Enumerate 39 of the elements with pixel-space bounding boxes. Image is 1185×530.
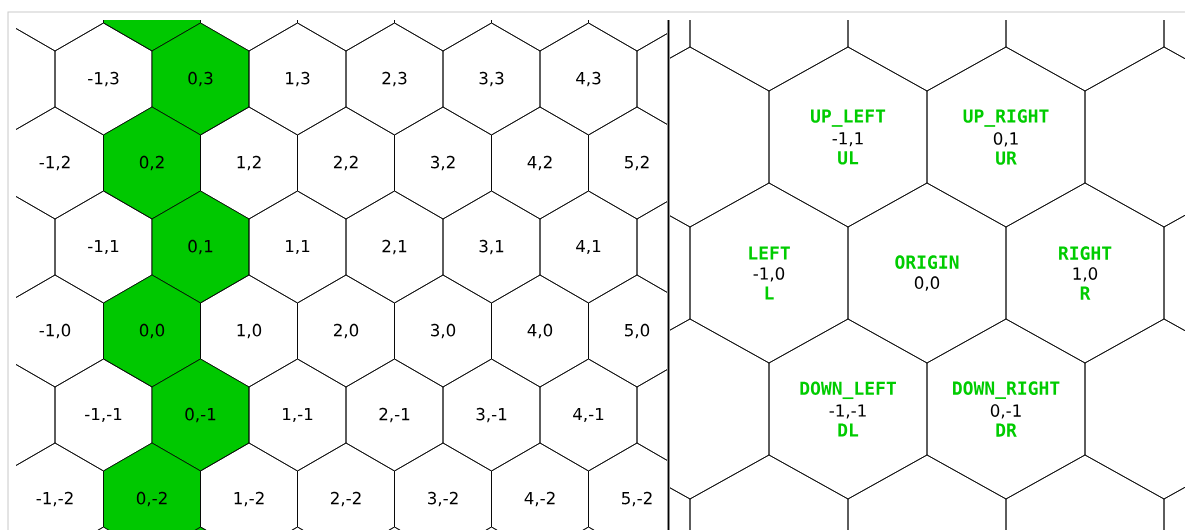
hex-cell: 4,3 — [539, 22, 638, 136]
hex-cell: ORIGIN 0,0 — [847, 182, 1007, 364]
hex-cell: 0,2 — [103, 106, 201, 220]
hex-cell: 3,2 — [394, 106, 492, 220]
hex-cell: DOWN_RIGHT 0,-1 DR — [926, 318, 1086, 500]
hex-cell: 4,2 — [491, 106, 589, 220]
hex-cell: 1,1 — [248, 190, 347, 304]
hex-cell: 3,1 — [442, 190, 541, 304]
hex-cell: UP_RIGHT 0,1 UR — [926, 46, 1086, 228]
hex-cell: 4,-1 — [539, 358, 638, 472]
hex-cell: 2,3 — [345, 22, 444, 136]
hex-cell: 4,0 — [491, 274, 589, 388]
hex-cell: 3,-2 — [394, 442, 492, 530]
hex-cell: 3,-1 — [442, 358, 541, 472]
hex-cell: 2,1 — [345, 190, 444, 304]
hex-cell: 0,1 — [151, 190, 250, 304]
hex-cell: 0,-1 — [151, 358, 250, 472]
hex-cell: 2,-1 — [345, 358, 444, 472]
hex-cell: 2,2 — [297, 106, 395, 220]
hex-cell: 4,-2 — [491, 442, 589, 530]
hex-cell: DOWN_LEFT -1,-1 DL — [768, 318, 928, 500]
hex-cell: 3,3 — [442, 22, 541, 136]
hex-cell: 2,-2 — [297, 442, 395, 530]
hex-cell: 5,2 — [588, 106, 667, 220]
hex-cell: 0,3 — [151, 22, 250, 136]
hex-cell: 5,0 — [588, 274, 667, 388]
hex-cell: 1,-1 — [248, 358, 347, 472]
hex-cell: 0,-2 — [103, 442, 201, 530]
hex-cell: UP_LEFT -1,1 UL — [768, 46, 928, 228]
hex-cell: 1,-2 — [200, 442, 298, 530]
hex-cell: 0,0 — [103, 274, 201, 388]
hex-cell: LEFT -1,0 L — [689, 182, 849, 364]
hex-cell: 2,0 — [297, 274, 395, 388]
hex-cell: 1,3 — [248, 22, 347, 136]
hex-cell: 3,0 — [394, 274, 492, 388]
hex-cell: 5,-2 — [588, 442, 667, 530]
hex-cell: -1,-2 — [16, 442, 104, 530]
hex-cell: 4,1 — [539, 190, 638, 304]
hex-cell: RIGHT 1,0 R — [1005, 182, 1165, 364]
